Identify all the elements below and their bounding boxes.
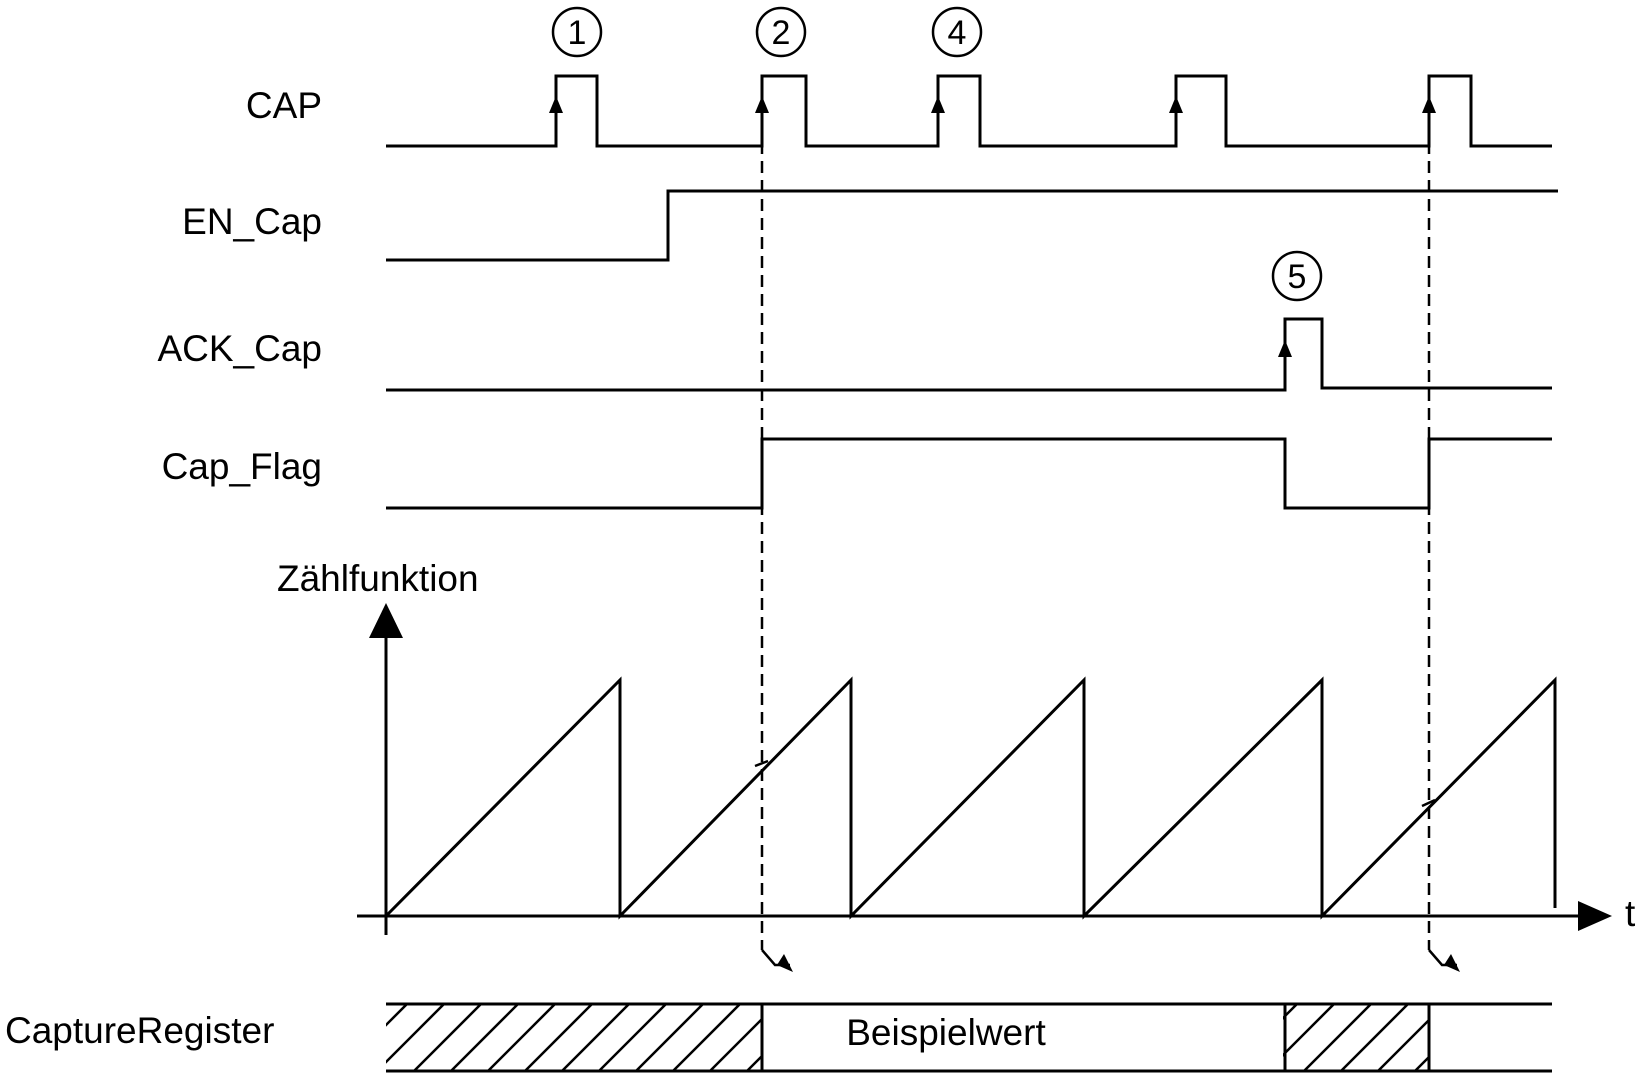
hatched-undefined-region-2 <box>1283 1004 1429 1071</box>
counter-axis-arrowhead <box>369 603 403 638</box>
marker-1-number: 1 <box>568 14 587 52</box>
cap-flag-waveform <box>386 437 1552 510</box>
marker-4: 4 <box>931 6 983 58</box>
en-cap-waveform <box>386 189 1558 262</box>
ack-cap-label: ACK_Cap <box>157 328 322 369</box>
en-cap-label: EN_Cap <box>182 201 322 242</box>
counter-sawtooth <box>384 676 1557 920</box>
capture-arrowhead-1 <box>777 954 793 972</box>
capture-arrowhead-2 <box>1444 954 1460 972</box>
time-axis-label: t <box>1625 893 1636 934</box>
cap-rising-edge-arrows <box>549 96 1436 113</box>
hatched-undefined-region-1 <box>386 1004 761 1071</box>
cap-flag-label: Cap_Flag <box>162 446 322 487</box>
marker-2-number: 2 <box>772 14 791 52</box>
marker-5-number: 5 <box>1288 258 1307 296</box>
time-axis-arrowhead <box>1578 901 1612 931</box>
register-value-label: Beispielwert <box>846 1012 1046 1053</box>
ack-cap-edge-arrow <box>1278 340 1292 357</box>
cap-label: CAP <box>246 85 322 126</box>
counter-label: Zählfunktion <box>277 558 479 599</box>
marker-5: 5 <box>1271 250 1323 302</box>
marker-1: 1 <box>551 6 603 58</box>
capture-tick-2 <box>1421 798 1436 808</box>
capture-tick-1 <box>754 759 769 768</box>
capture-register-label: CaptureRegister <box>5 1010 274 1051</box>
marker-2: 2 <box>755 6 807 58</box>
marker-4-number: 4 <box>948 14 967 52</box>
ack-cap-waveform <box>386 317 1552 392</box>
